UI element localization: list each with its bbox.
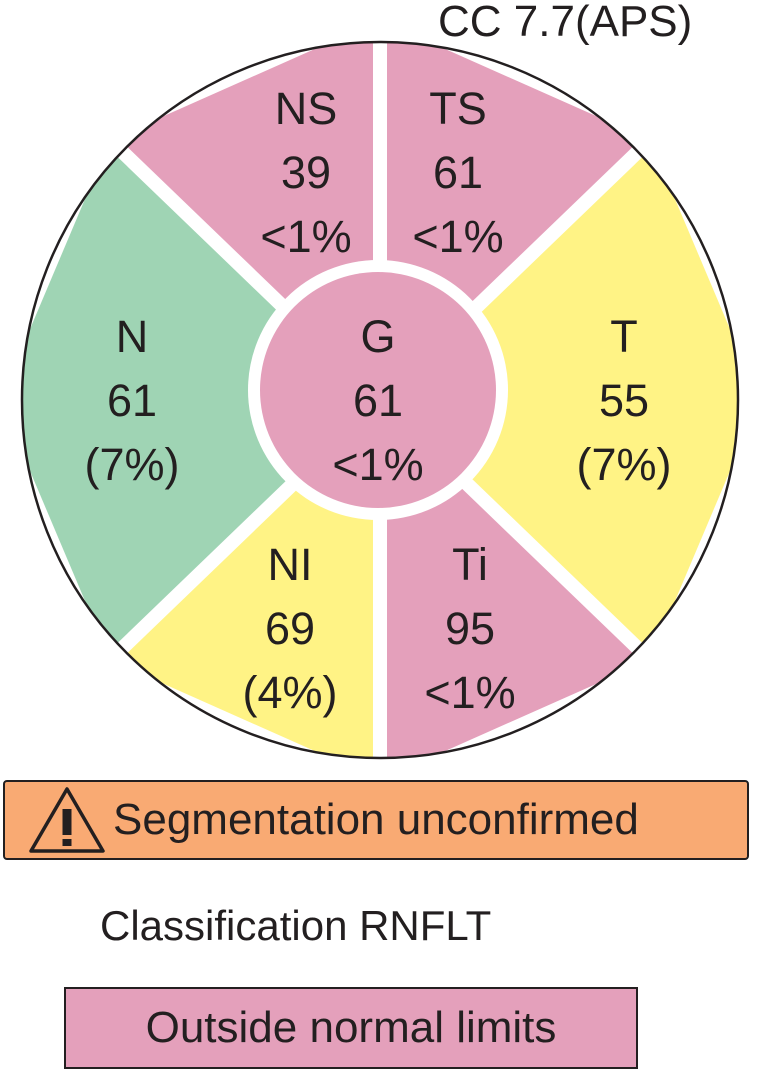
sector-ns-name: NS: [275, 83, 338, 134]
sector-ts-value: 61: [433, 147, 483, 198]
sector-ti-name: Ti: [452, 539, 488, 590]
sector-ns-percentile: <1%: [260, 211, 351, 262]
sector-t-name: T: [610, 311, 638, 362]
sector-g-name: G: [360, 311, 395, 362]
sector-t: [380, 140, 738, 660]
classification-result-badge: Outside normal limits: [64, 987, 638, 1069]
sector-n-name: N: [116, 311, 149, 362]
sector-ns-value: 39: [281, 147, 331, 198]
sector-g-percentile: <1%: [332, 439, 423, 490]
sector-ts-percentile: <1%: [412, 211, 503, 262]
sector-ni-value: 69: [265, 603, 315, 654]
segmentation-warning-banner: Segmentation unconfirmed: [3, 780, 749, 860]
sector-ti-percentile: <1%: [424, 667, 515, 718]
sector-n-percentile: (7%): [84, 439, 179, 490]
classification-result-text: Outside normal limits: [145, 1003, 557, 1052]
warning-text: Segmentation unconfirmed: [113, 795, 639, 844]
sector-ni-name: NI: [268, 539, 313, 590]
sector-g: [260, 272, 496, 508]
warning-triangle-icon: [27, 785, 107, 855]
cc-label: CC 7.7(APS): [438, 0, 693, 46]
disc-outline: [20, 40, 740, 760]
classification-title: Classification RNFLT: [100, 902, 492, 949]
sector-n-value: 61: [107, 375, 157, 426]
sector-ni-percentile: (4%): [242, 667, 337, 718]
sector-n: [22, 140, 380, 660]
sector-ti-value: 95: [445, 603, 495, 654]
sector-t-percentile: (7%): [576, 439, 671, 490]
rnflt-sector-diagram: NS 39 <1% TS 61 <1% T 55 (7%) Ti 95 <1% …: [20, 40, 740, 760]
sector-t-value: 55: [599, 375, 649, 426]
sector-g-value: 61: [353, 375, 403, 426]
sector-ts-name: TS: [429, 83, 487, 134]
